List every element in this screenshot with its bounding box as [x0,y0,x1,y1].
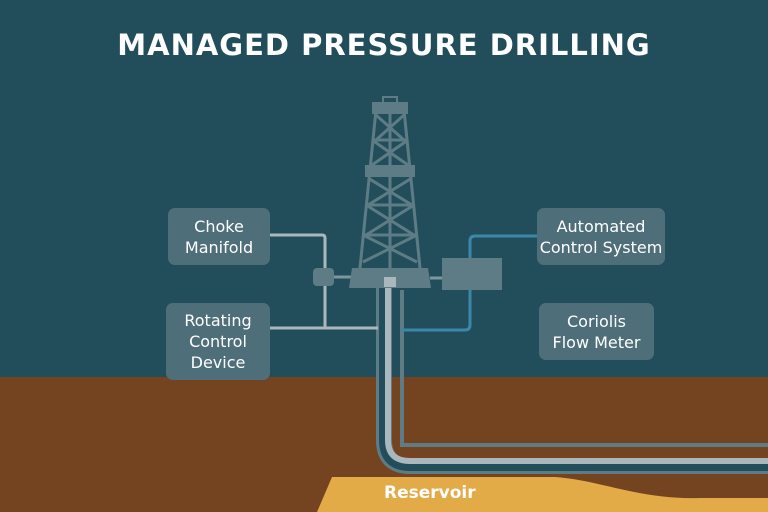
derrick-platform-mid [365,165,415,177]
wellbore [376,283,768,474]
reservoir-layer [317,477,768,512]
derrick [358,109,422,269]
choke-lines [270,233,378,330]
label-choke-manifold: Choke Manifold [168,208,270,265]
label-coriolis-flow-meter: Coriolis Flow Meter [539,303,654,360]
label-reservoir: Reservoir [384,483,476,503]
label-rotating-control-device: Rotating Control Device [166,303,270,380]
page-title: MANAGED PRESSURE DRILLING [117,28,651,62]
valve [313,268,334,286]
control-unit-box [442,258,502,290]
label-automated-control-system: Automated Control System [537,208,665,265]
